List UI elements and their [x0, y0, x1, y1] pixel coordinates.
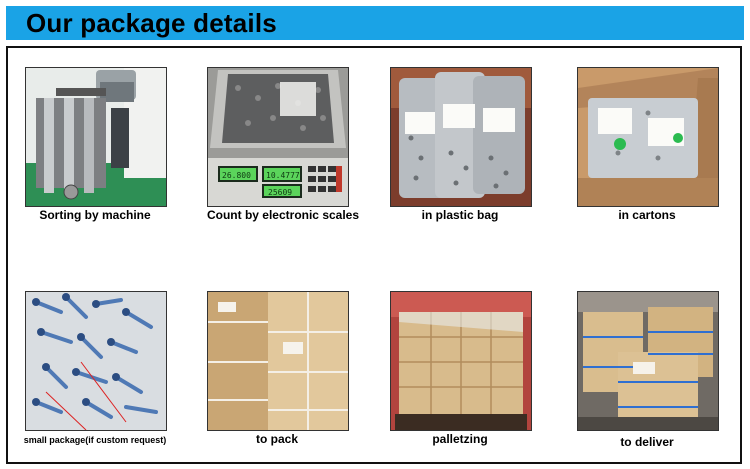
photo-cartons — [577, 67, 719, 207]
scale-readout-left: 26.800 — [222, 171, 251, 180]
step-label-cartons: in cartons — [618, 208, 676, 222]
scale-readout-right: 25609 — [268, 188, 292, 197]
step-label-scales: Count by electronic scales — [206, 208, 360, 222]
photo-small-package — [25, 291, 167, 431]
step-label-to-deliver: to deliver — [620, 435, 674, 449]
photo-plastic-bag — [390, 67, 532, 207]
step-label-small-package: small package(if custom request) — [23, 435, 167, 445]
header-banner: Our package details — [6, 6, 744, 40]
photo-electronic-scale: 26.800 10.4777 25609 — [207, 67, 349, 207]
step-label-sorting: Sorting by machine — [39, 208, 151, 222]
photo-sorting-machine — [25, 67, 167, 207]
photo-to-deliver — [577, 291, 719, 431]
page-title: Our package details — [26, 8, 277, 38]
package-gallery — [6, 46, 742, 464]
scale-readout-mid: 10.4777 — [266, 171, 300, 180]
step-label-to-pack: to pack — [255, 432, 298, 446]
step-label-palletizing: palletzing — [432, 432, 488, 446]
photo-palletizing — [390, 291, 532, 431]
photo-to-pack — [207, 291, 349, 431]
step-label-plastic-bag: in plastic bag — [421, 208, 499, 222]
